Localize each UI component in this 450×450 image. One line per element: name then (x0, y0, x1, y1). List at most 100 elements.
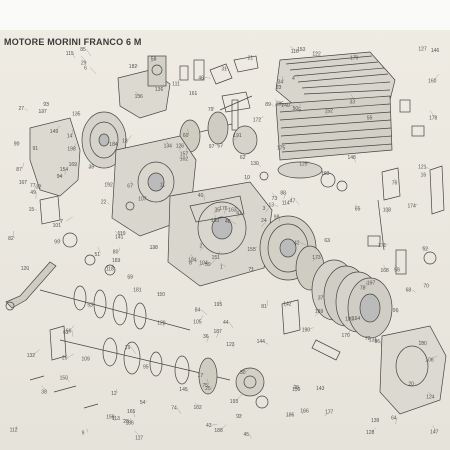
leader-line (256, 163, 261, 167)
leader-line (271, 103, 275, 107)
part-number-label: 81 (261, 304, 267, 310)
leader-line (432, 425, 437, 432)
leader-line (114, 230, 122, 237)
leader-line (279, 216, 280, 222)
part-number-label: 134 (164, 144, 173, 150)
clutch-plates (311, 259, 393, 339)
leader-line (177, 407, 181, 414)
leader-line (319, 387, 323, 391)
part-number-label: 148 (348, 155, 357, 161)
leader-line (194, 92, 197, 95)
part-number-label: 179 (350, 56, 359, 62)
part-number-label: 125 (299, 161, 308, 167)
part-number-label: 127 (418, 47, 427, 53)
part-number-label: 137 (39, 109, 48, 115)
part-number-label: 135 (72, 111, 81, 117)
leader-line (89, 304, 94, 308)
part-number-label: 122 (312, 52, 321, 58)
carburetor-assembly (117, 55, 171, 119)
leader-line (298, 103, 302, 109)
part-number-label: 18 (122, 138, 128, 144)
part-number-label: 53 (87, 303, 93, 309)
leader-line (37, 183, 42, 187)
leader-line (22, 162, 25, 169)
leader-line (71, 52, 76, 59)
leader-line (295, 387, 300, 392)
part-number-label: 107 (138, 197, 147, 203)
part-number-label: 24 (261, 218, 267, 224)
leader-line (118, 247, 120, 252)
part-number-label: 157 (180, 152, 189, 158)
part-number-label: 186 (126, 421, 135, 427)
leader-line (413, 204, 419, 206)
part-number-label: 118 (106, 267, 114, 273)
part-number-label: 48 (225, 219, 231, 225)
part-number-label: 65 (355, 207, 361, 213)
part-number-label: 113 (112, 416, 120, 422)
part-number-label: 73 (272, 196, 278, 202)
part-number-label: 101 (53, 223, 62, 229)
part-number-label: 147 (430, 430, 439, 436)
leader-line (289, 46, 297, 52)
part-number-label: 167 (19, 180, 28, 186)
part-number-label: 97 (209, 144, 215, 150)
leader-line (202, 374, 204, 376)
part-number-label: 99 (54, 240, 60, 246)
leader-line (187, 128, 190, 136)
part-number-label: 160 (428, 78, 437, 84)
part-number-label: 151 (212, 255, 221, 261)
part-number-label: 116 (291, 49, 299, 55)
part-number-label: 140 (281, 103, 290, 109)
part-number-label: 120 (21, 266, 30, 272)
leader-line (135, 91, 141, 97)
leader-line (383, 265, 387, 271)
leader-line (350, 94, 356, 102)
part-number-label: 141 (115, 234, 124, 240)
part-number-label: 31 (221, 66, 227, 72)
leader-line (130, 346, 136, 354)
part-number-label: 37 (318, 295, 324, 301)
gearbox-shafts (39, 285, 269, 409)
leader-line (224, 207, 226, 215)
part-number-label: 62 (240, 155, 246, 161)
part-number-label: 76 (392, 180, 398, 186)
leader-line (87, 358, 89, 360)
right-parts (367, 99, 445, 275)
part-number-label: 45 (244, 432, 250, 438)
part-number-label: 184 (109, 142, 118, 148)
leader-line (235, 393, 243, 402)
leader-line (371, 427, 376, 433)
leader-line (324, 411, 332, 417)
leader-line (234, 209, 239, 214)
part-number-label: 133 (211, 218, 220, 224)
part-number-label: 61 (63, 330, 69, 336)
part-number-label: 28 (293, 385, 299, 391)
leader-line (307, 327, 314, 330)
part-number-label: 84 (195, 308, 201, 314)
leader-line (80, 55, 88, 63)
leader-line (214, 214, 217, 220)
leader-line (198, 262, 206, 267)
leader-line (287, 196, 293, 203)
part-number-label: 96 (393, 308, 399, 314)
leader-line (380, 340, 382, 347)
part-number-label: 129 (157, 321, 166, 327)
leader-line (159, 184, 167, 191)
leader-line (431, 355, 438, 360)
part-number-label: 159 (292, 387, 301, 393)
part-number-label: 69 (127, 274, 133, 280)
part-number-label: 25 (205, 386, 211, 392)
part-number-label: 38 (41, 390, 47, 396)
leader-line (284, 303, 290, 308)
part-number-label: 139 (371, 418, 380, 424)
leader-line (55, 125, 61, 131)
part-number-label: 67 (127, 184, 133, 190)
part-number-label: 161 (189, 91, 198, 97)
leader-line (314, 310, 321, 317)
leader-line (86, 428, 88, 433)
leader-line (178, 145, 182, 152)
part-number-label: 75 (202, 383, 208, 389)
part-number-label: 47 (290, 199, 296, 205)
part-number-label: 162 (194, 405, 203, 411)
